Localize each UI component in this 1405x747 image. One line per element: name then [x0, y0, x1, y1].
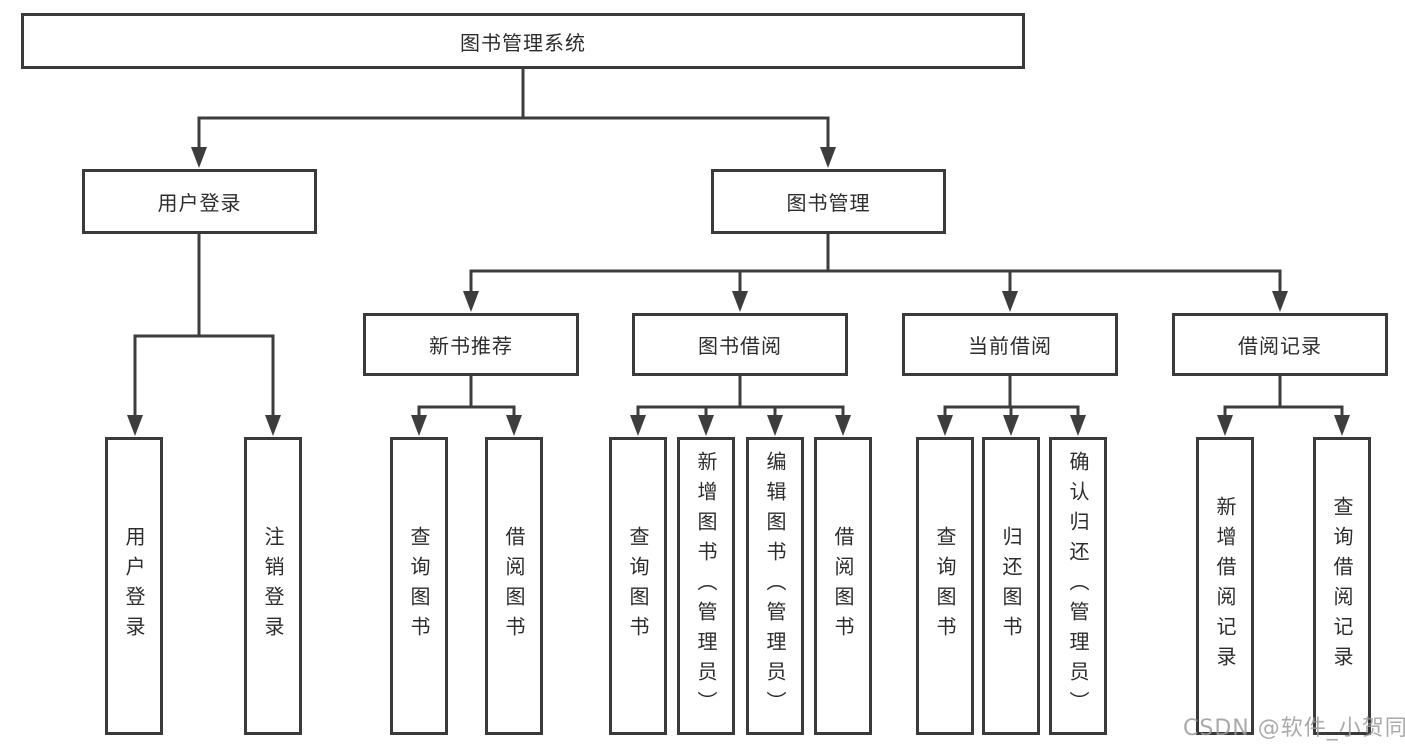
connector-book-mgmt-to-level3: [469, 234, 1282, 292]
leaf-user-login: 用户登录: [105, 437, 163, 735]
leaf-edit-books-admin-label: 编辑图书（管理员）: [763, 451, 787, 721]
node-book-management: 图书管理: [711, 169, 946, 234]
node-user-login: 用户登录: [82, 169, 317, 234]
leaf-query-books-borrow-label: 查询图书: [626, 526, 650, 646]
leaf-query-books-recommend-label: 查询图书: [407, 526, 431, 646]
connector-borrow-records-to-leaves: [1223, 376, 1344, 416]
connector-user-login-to-leaves: [133, 234, 275, 416]
leaf-logout: 注销登录: [244, 437, 302, 735]
leaf-query-books-current-label: 查询图书: [933, 526, 957, 646]
node-borrow-records: 借阅记录: [1172, 313, 1388, 376]
connector-new-books-to-leaves: [417, 376, 516, 416]
leaf-return-books-label: 归还图书: [999, 526, 1023, 646]
leaf-edit-books-admin: 编辑图书（管理员）: [746, 437, 804, 735]
leaf-add-borrow-record-label: 新增借阅记录: [1213, 496, 1237, 676]
leaf-borrow-books: 借阅图书: [814, 437, 872, 735]
leaf-confirm-return-admin-label: 确认归还（管理员）: [1066, 451, 1090, 721]
connector-root-to-level2: [197, 68, 830, 148]
node-book-borrow: 图书借阅: [632, 313, 848, 376]
node-root-label: 图书管理系统: [460, 30, 586, 55]
node-book-borrow-label: 图书借阅: [698, 334, 782, 358]
arrowheads: [127, 147, 1350, 436]
leaf-query-borrow-record-label: 查询借阅记录: [1330, 496, 1354, 676]
leaf-borrow-books-label: 借阅图书: [831, 526, 855, 646]
connector-current-borrow-to-leaves: [943, 376, 1080, 416]
leaf-query-books-borrow: 查询图书: [609, 437, 667, 735]
leaf-add-borrow-record: 新增借阅记录: [1196, 437, 1254, 735]
leaf-add-books-admin-label: 新增图书（管理员）: [694, 451, 718, 721]
csdn-watermark: CSDN @软件_小贺同学: [1183, 716, 1405, 741]
leaf-logout-label: 注销登录: [261, 526, 285, 646]
leaf-add-books-admin: 新增图书（管理员）: [677, 437, 735, 735]
node-new-book-recommend: 新书推荐: [363, 313, 579, 376]
node-borrow-records-label: 借阅记录: [1238, 334, 1322, 358]
leaf-borrow-books-recommend: 借阅图书: [485, 437, 543, 735]
leaf-return-books: 归还图书: [982, 437, 1040, 735]
leaf-query-books-current: 查询图书: [916, 437, 974, 735]
node-new-book-recommend-label: 新书推荐: [429, 334, 513, 358]
leaf-query-borrow-record: 查询借阅记录: [1313, 437, 1371, 735]
node-user-login-label: 用户登录: [157, 191, 242, 215]
node-current-borrow-label: 当前借阅: [968, 334, 1052, 358]
leaf-borrow-books-recommend-label: 借阅图书: [502, 526, 526, 646]
node-root: 图书管理系统: [21, 13, 1025, 69]
leaf-query-books-recommend: 查询图书: [390, 437, 448, 735]
connector-book-borrow-to-leaves: [636, 376, 845, 416]
leaf-user-login-label: 用户登录: [122, 526, 146, 646]
node-current-borrow: 当前借阅: [902, 313, 1118, 376]
node-book-management-label: 图书管理: [786, 191, 871, 215]
leaf-confirm-return-admin: 确认归还（管理员）: [1049, 437, 1107, 735]
